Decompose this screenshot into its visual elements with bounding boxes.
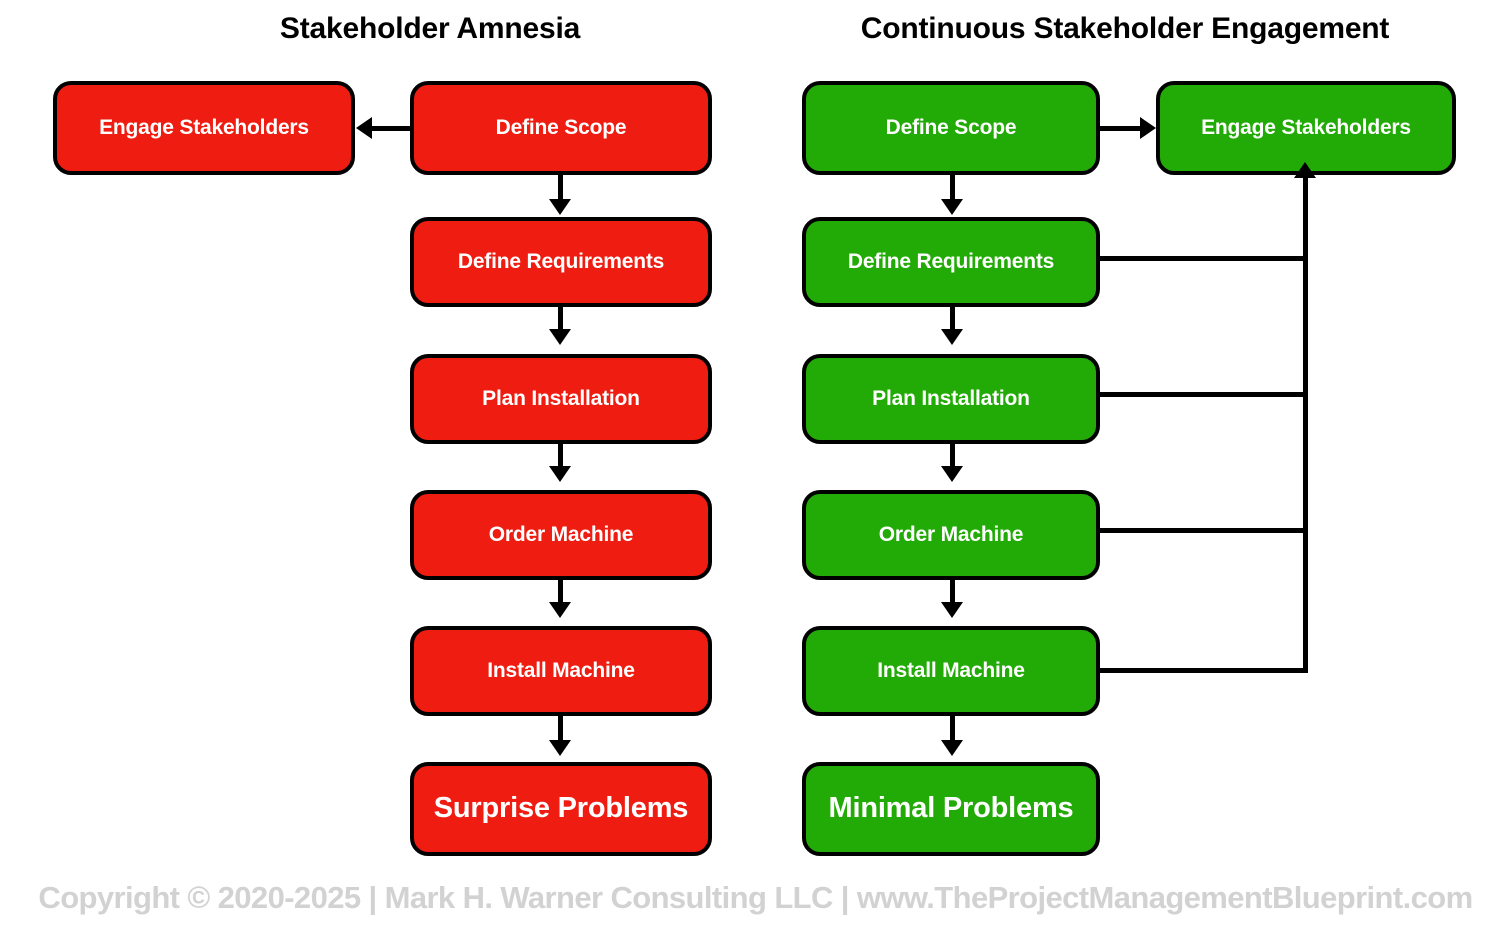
right-column-title: Continuous Stakeholder Engagement [860, 12, 1390, 45]
right-arrowhead-1 [941, 199, 963, 215]
right-arrowhead-2 [941, 329, 963, 345]
left-arrowhead-1 [549, 199, 571, 215]
right-arrowhead-to-engage [1140, 117, 1156, 139]
feedback-riser [1303, 174, 1308, 673]
copyright-footer: Copyright © 2020-2025 | Mark H. Warner C… [38, 880, 1473, 915]
right-arrowhead-3 [941, 466, 963, 482]
right-connector-5 [950, 716, 955, 742]
feedback-arrowhead-to-engage [1294, 162, 1316, 178]
right-node-engage-stakeholders[interactable]: Engage Stakeholders [1156, 81, 1456, 175]
right-connector-3 [950, 444, 955, 468]
left-node-engage-stakeholders[interactable]: Engage Stakeholders [53, 81, 355, 175]
feedback-branch-order-machine [1100, 528, 1308, 533]
left-connector-scope-to-engage [372, 126, 412, 131]
left-arrowhead-5 [549, 740, 571, 756]
right-node-minimal-problems[interactable]: Minimal Problems [802, 762, 1100, 856]
feedback-branch-define-requirements [1100, 256, 1308, 261]
left-node-plan-installation[interactable]: Plan Installation [410, 354, 712, 444]
right-arrowhead-4 [941, 602, 963, 618]
right-node-define-scope[interactable]: Define Scope [802, 81, 1100, 175]
right-node-plan-installation[interactable]: Plan Installation [802, 354, 1100, 444]
right-connector-scope-to-engage [1100, 126, 1142, 131]
right-connector-4 [950, 580, 955, 604]
left-connector-1 [558, 175, 563, 201]
left-connector-2 [558, 307, 563, 331]
right-arrowhead-5 [941, 740, 963, 756]
left-connector-5 [558, 716, 563, 742]
right-node-install-machine[interactable]: Install Machine [802, 626, 1100, 716]
left-column-title: Stakeholder Amnesia [279, 12, 581, 45]
left-node-define-scope[interactable]: Define Scope [410, 81, 712, 175]
left-connector-4 [558, 580, 563, 604]
left-node-order-machine[interactable]: Order Machine [410, 490, 712, 580]
left-node-surprise-problems[interactable]: Surprise Problems [410, 762, 712, 856]
feedback-branch-plan-installation [1100, 392, 1308, 397]
left-node-install-machine[interactable]: Install Machine [410, 626, 712, 716]
left-connector-3 [558, 444, 563, 468]
right-connector-2 [950, 307, 955, 331]
left-arrowhead-to-engage [356, 117, 372, 139]
right-node-order-machine[interactable]: Order Machine [802, 490, 1100, 580]
left-arrowhead-3 [549, 466, 571, 482]
left-node-define-requirements[interactable]: Define Requirements [410, 217, 712, 307]
left-arrowhead-2 [549, 329, 571, 345]
left-arrowhead-4 [549, 602, 571, 618]
feedback-branch-install-machine [1100, 668, 1308, 673]
right-node-define-requirements[interactable]: Define Requirements [802, 217, 1100, 307]
right-connector-1 [950, 175, 955, 201]
